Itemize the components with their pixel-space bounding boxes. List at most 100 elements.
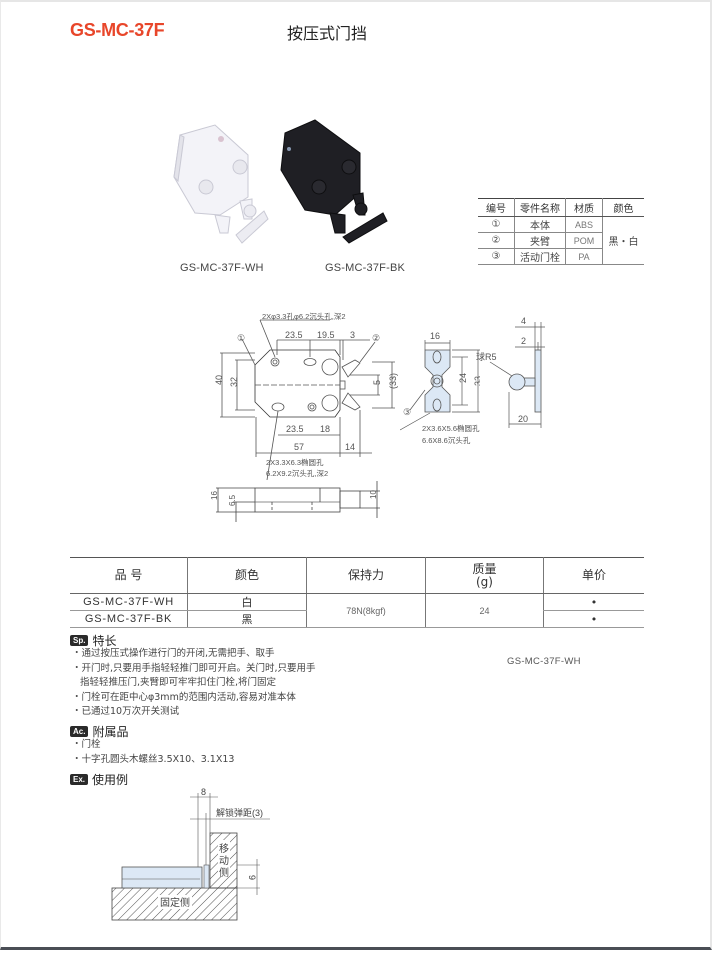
dim-latch-pitch: 24 bbox=[458, 373, 468, 383]
dim-arm: 14 bbox=[345, 442, 355, 452]
spec-color: 白 bbox=[187, 593, 307, 611]
callout-3: ③ bbox=[403, 407, 411, 417]
side-drawing: 16 6.5 10 bbox=[210, 481, 380, 522]
example-dim-9: 9 bbox=[247, 875, 257, 880]
accessories-badge: Ac. bbox=[70, 726, 89, 737]
hole-note-bottom-1: 2X3.3X6.3椭圆孔 bbox=[266, 458, 324, 467]
spec-row: GS-MC-37F-WH 白 78N(8kgf) 24 • bbox=[70, 593, 644, 628]
feature-item: ・门栓可在距中心φ3mm的范围内活动,容易对准本体 bbox=[72, 691, 296, 703]
parts-header-no: 编号 bbox=[478, 198, 515, 217]
part-color: 黑・白 bbox=[602, 216, 644, 265]
parts-row: ③ 活动门栓 PA bbox=[478, 248, 644, 265]
features-list: ・通过按压式操作进行门的开闭,无需把手、取手 ・开门时,只要用手指轻轻推门即可开… bbox=[72, 647, 316, 720]
example-heading: Ex. 使用例 bbox=[70, 771, 128, 788]
moving-side-label-1: 移 bbox=[219, 842, 229, 855]
spec-part-no: GS-MC-37F-WH bbox=[70, 593, 188, 611]
spec-header-color: 颜色 bbox=[187, 557, 307, 594]
dim-length: 57 bbox=[294, 442, 304, 452]
accessories-title: 附属品 bbox=[92, 725, 129, 739]
spec-header-mass: 质量(g) bbox=[425, 557, 544, 594]
dim-top-b: 19.5 bbox=[317, 330, 335, 340]
dim-bottom-b: 18 bbox=[320, 424, 330, 434]
accessories-heading: Ac. 附属品 bbox=[70, 723, 128, 740]
product-caption-black: GS-MC-37F-BK bbox=[325, 262, 406, 274]
spec-holding-force: 78N(8kgf) bbox=[306, 593, 426, 628]
dim-side-65: 6.5 bbox=[228, 494, 237, 506]
feature-item: 指轻轻推压门,夹臂即可牢牢扣住门栓,将门固定 bbox=[80, 677, 277, 688]
document-title: 按压式门挡 bbox=[287, 24, 368, 43]
moving-side-label-2: 动 bbox=[219, 855, 229, 867]
accessories-list: ・门栓 ・十字孔圆头木螺丝3.5X10、3.1X13 bbox=[72, 738, 234, 767]
part-no: ③ bbox=[478, 248, 515, 265]
dim-latch-height: 33 bbox=[473, 376, 480, 386]
dim-right-33: (33) bbox=[388, 373, 398, 389]
dim-bottom-a: 23.5 bbox=[286, 424, 304, 434]
example-dim-8: 8 bbox=[201, 787, 206, 797]
spec-header-mass-unit: (g) bbox=[476, 574, 493, 589]
parts-row: ② 夹臂 POM bbox=[478, 232, 644, 249]
callout-1: ① bbox=[237, 333, 245, 343]
dim-height-inner: 32 bbox=[229, 377, 239, 387]
dim-height-outer: 40 bbox=[214, 375, 224, 385]
latch-note-2: 6.6X8.6沉头孔 bbox=[422, 435, 471, 445]
spec-header-holding-force: 保持力 bbox=[306, 557, 426, 594]
spec-header-mass-label: 质量 bbox=[472, 561, 497, 576]
spec-color: 黑 bbox=[187, 610, 307, 628]
spec-mass: 24 bbox=[425, 593, 544, 628]
spec-header-part-no: 品 号 bbox=[70, 557, 188, 594]
dim-right-5: 5 bbox=[372, 380, 382, 385]
parts-header-material: 材质 bbox=[565, 198, 603, 217]
moving-side-label-3: 侧 bbox=[219, 866, 229, 879]
main-drawing: ① ② 2Xφ3.3孔φ6.2沉头孔,深2 23.5 19.5 3 40 32 … bbox=[214, 311, 398, 480]
example-caption: GS-MC-37F-WH bbox=[507, 656, 581, 667]
product-caption-white: GS-MC-37F-WH bbox=[180, 262, 264, 274]
example-drawing: 8 解锁弹距(3) 移 动 侧 固定侧 9 bbox=[111, 787, 270, 921]
dim-side-10: 10 bbox=[369, 490, 378, 499]
parts-row: ① 本体 ABS 黑・白 bbox=[478, 216, 644, 265]
part-no: ① bbox=[478, 216, 515, 233]
model-code: GS-MC-37F bbox=[70, 20, 165, 40]
features-badge: Sp. bbox=[70, 635, 89, 646]
spec-price: • bbox=[543, 593, 644, 611]
part-name: 活动门栓 bbox=[514, 248, 566, 265]
part-material: ABS bbox=[565, 216, 603, 233]
latch-front-drawing: 16 24 33 ③ 2X3.6X5.6椭圆孔 6.6X8.6沉头孔 bbox=[400, 331, 480, 445]
part-material: POM bbox=[565, 232, 603, 249]
fixed-side-label: 固定侧 bbox=[160, 896, 190, 909]
callout-2: ② bbox=[372, 333, 380, 343]
feature-item: ・通过按压式操作进行门的开闭,无需把手、取手 bbox=[72, 648, 275, 659]
accessory-item: ・门栓 bbox=[72, 739, 101, 750]
parts-table: 编号 零件名称 材质 颜色 ① 本体 ABS 黑・白 ② 夹臂 POM ③ 活动… bbox=[478, 198, 644, 265]
dim-side-16: 16 bbox=[210, 491, 219, 500]
spec-header-price: 单价 bbox=[543, 557, 644, 594]
spec-table: 品 号 颜色 保持力 质量(g) 单价 GS-MC-37F-WH 白 78N(8… bbox=[70, 557, 644, 628]
product-photo-black bbox=[280, 119, 388, 244]
accessory-item: ・十字孔圆头木螺丝3.5X10、3.1X13 bbox=[72, 753, 235, 765]
dim-latch-length: 20 bbox=[518, 414, 528, 424]
spec-part-no: GS-MC-37F-BK bbox=[70, 610, 188, 628]
features-title: 特长 bbox=[92, 634, 117, 648]
part-no: ② bbox=[478, 232, 515, 249]
parts-header-color: 颜色 bbox=[602, 198, 644, 217]
dim-latch-t2: 2 bbox=[521, 336, 526, 346]
parts-header-name: 零件名称 bbox=[514, 198, 566, 217]
dim-latch-t4: 4 bbox=[521, 316, 526, 326]
latch-side-drawing: 4 2 球R5 20 bbox=[476, 316, 545, 428]
dim-top-c: 3 bbox=[350, 330, 355, 340]
part-material: PA bbox=[565, 248, 603, 265]
example-badge: Ex. bbox=[70, 774, 89, 785]
product-photo-white bbox=[173, 124, 269, 244]
feature-item: ・已通过10万次开关测试 bbox=[72, 706, 180, 717]
spec-row: GS-MC-37F-BK 黑 • bbox=[70, 610, 644, 628]
part-name: 本体 bbox=[514, 216, 566, 233]
example-title: 使用例 bbox=[92, 773, 129, 787]
part-name: 夹臂 bbox=[514, 232, 566, 249]
latch-ball-radius: 球R5 bbox=[476, 351, 497, 362]
dim-latch-width: 16 bbox=[430, 331, 440, 341]
hole-note-bottom-2: 6.2X9.2沉头孔,深2 bbox=[266, 468, 328, 478]
dim-top-a: 23.5 bbox=[285, 330, 303, 340]
hole-note-top: 2Xφ3.3孔φ6.2沉头孔,深2 bbox=[262, 311, 346, 321]
spec-price: • bbox=[543, 610, 644, 628]
release-distance-label: 解锁弹距(3) bbox=[216, 807, 263, 818]
